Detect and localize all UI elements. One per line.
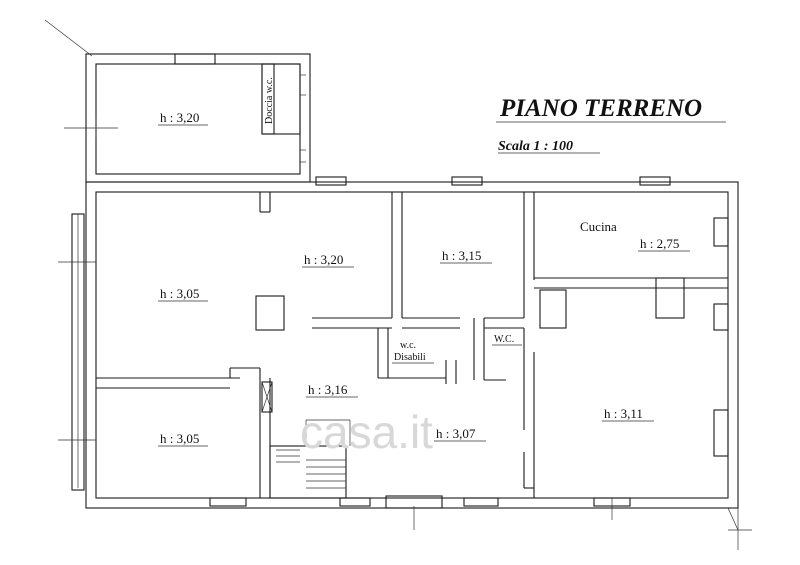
watermark: casa.it [300,406,433,458]
room-name-annex-bath: Doccia w.c. [264,77,275,124]
room-height-center-mid: h : 3,15 [442,248,481,263]
drawing-scale: Scala 1 : 100 [498,139,573,154]
room-name-wc: W.C. [494,334,514,345]
room-height-center-top: h : 3,20 [304,252,343,267]
room-height-hall: h : 3,16 [308,382,348,397]
room-height-annex: h : 3,20 [160,110,199,125]
room-height-left-top: h : 3,05 [160,286,199,301]
room-name-kitchen: Cucina [580,219,617,234]
room-name-wc-disabled-2: Disabili [394,352,426,363]
room-height-right: h : 3,11 [604,406,643,421]
room-height-left-bottom: h : 3,05 [160,431,199,446]
drawing-title: PIANO TERRENO [499,95,702,122]
room-name-wc-disabled: w.c. [400,340,416,351]
main-building [58,176,752,550]
room-height-corridor: h : 3,07 [436,426,476,441]
room-height-kitchen: h : 2,75 [640,236,679,251]
site-boundary-line [44,19,93,57]
